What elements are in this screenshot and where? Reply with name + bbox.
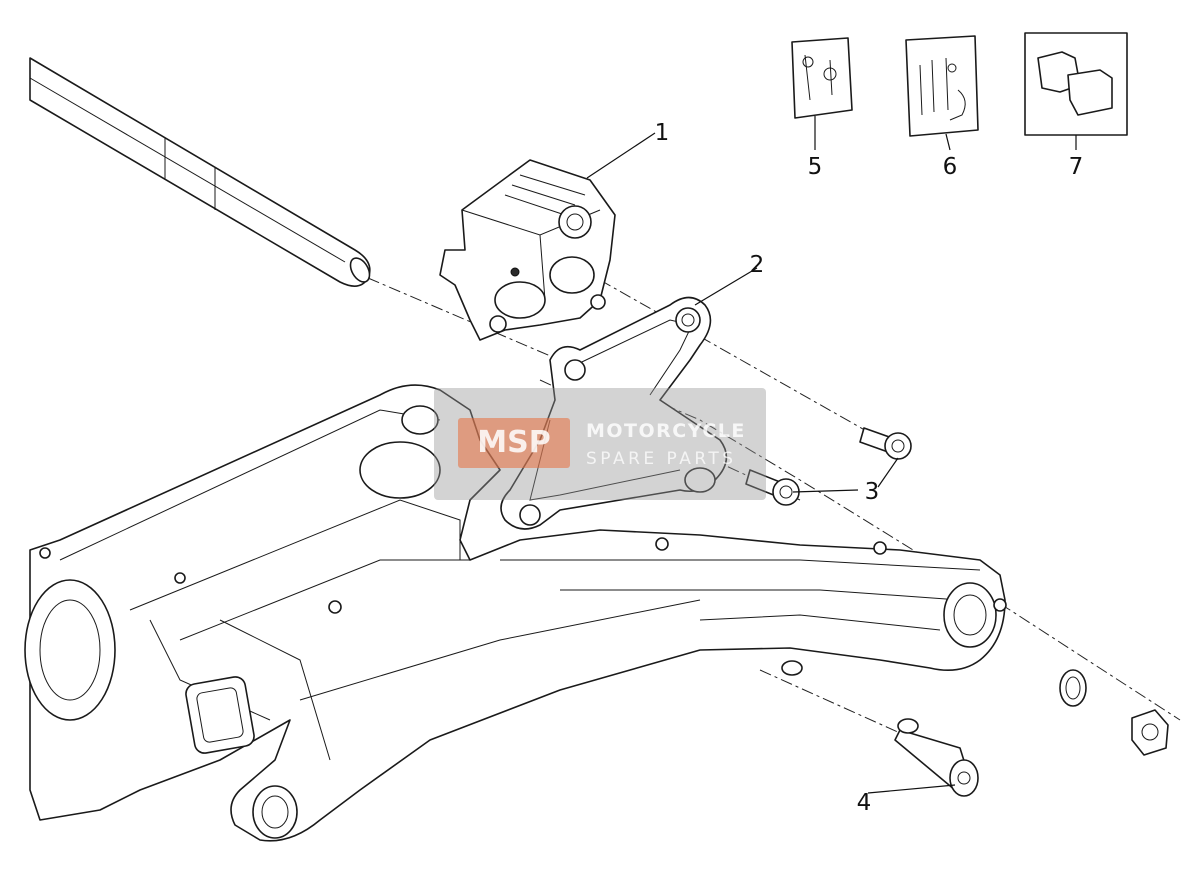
callout-4: 4	[856, 790, 872, 816]
seal-kit-bag-icon	[905, 35, 979, 137]
caliper-bracket-icon	[500, 296, 728, 530]
pivot-bolt-icon	[894, 718, 979, 797]
watermark-line2: SPARE PARTS	[586, 449, 737, 469]
callout-1: 1	[654, 120, 670, 146]
flange-bolt-icon	[745, 427, 912, 506]
callout-5: 5	[807, 154, 823, 180]
callout-3: 3	[864, 479, 880, 505]
swingarm-icon	[24, 384, 1007, 842]
nut-icon	[1131, 709, 1169, 756]
caliper-icon	[439, 159, 616, 341]
brake-pads-icon	[1024, 32, 1128, 136]
washer-icon	[1059, 669, 1087, 707]
wheel-axle-icon	[29, 57, 371, 287]
callout-7: 7	[1068, 154, 1084, 180]
pin-kit-bag-icon	[791, 37, 853, 119]
watermark-line1: MOTORCYCLE	[586, 420, 746, 442]
callout-2: 2	[749, 252, 765, 278]
callout-leaders	[586, 116, 1077, 794]
callout-6: 6	[942, 154, 958, 180]
watermark-logo: MSP	[458, 418, 570, 468]
